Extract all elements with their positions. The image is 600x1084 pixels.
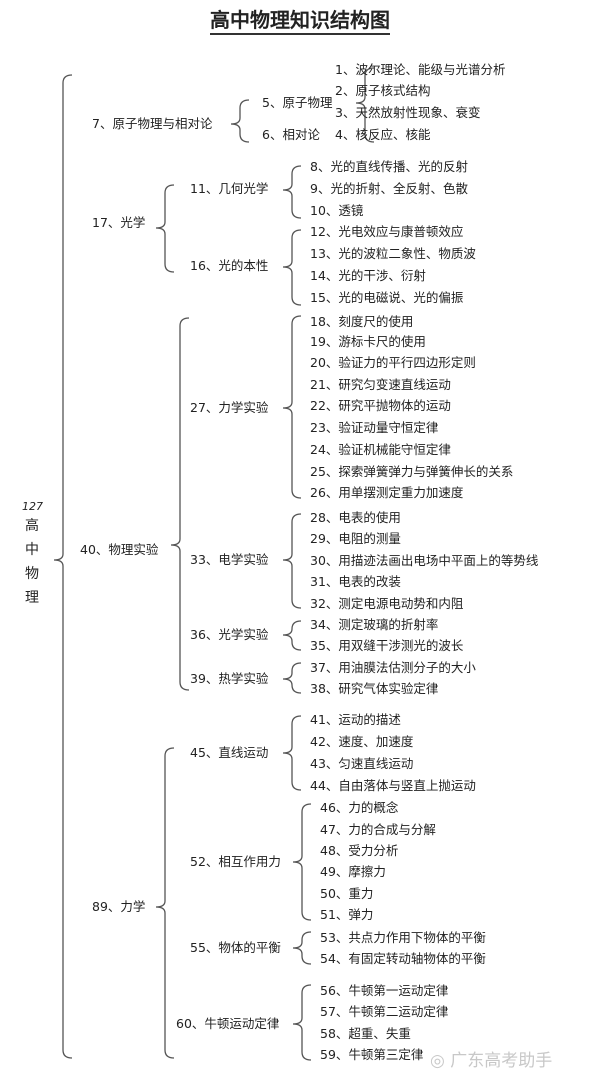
brace-7	[282, 315, 302, 499]
node-49: 49、摩擦力	[320, 864, 386, 879]
node-55: 55、物体的平衡	[190, 940, 281, 955]
watermark: ◎ 广东高考助手	[430, 1046, 552, 1071]
node-10: 10、透镜	[310, 203, 364, 218]
brace-4	[282, 165, 302, 219]
root-number: 127	[22, 500, 43, 513]
brace-10	[282, 662, 302, 694]
root-node: 127 高 中 物 理	[22, 500, 43, 610]
node-4: 4、核反应、核能	[335, 127, 431, 142]
brace-13	[292, 803, 312, 921]
node-2: 2、原子核式结构	[335, 83, 431, 98]
node-1: 1、波尔理论、能级与光谱分析	[335, 62, 506, 77]
node-5: 5、原子物理	[262, 95, 333, 110]
node-16: 16、光的本性	[190, 258, 269, 273]
node-28: 28、电表的使用	[310, 510, 401, 525]
node-36: 36、光学实验	[190, 627, 269, 642]
node-50: 50、重力	[320, 886, 374, 901]
wechat-icon: ◎	[430, 1051, 451, 1071]
node-8: 8、光的直线传播、光的反射	[310, 159, 468, 174]
node-21: 21、研究匀变速直线运动	[310, 377, 451, 392]
node-19: 19、游标卡尺的使用	[310, 334, 426, 349]
node-39: 39、热学实验	[190, 671, 269, 686]
node-59: 59、牛顿第三定律	[320, 1047, 424, 1062]
node-22: 22、研究平抛物体的运动	[310, 398, 451, 413]
node-29: 29、电阻的测量	[310, 531, 401, 546]
node-89: 89、力学	[92, 899, 146, 914]
node-37: 37、用油膜法估测分子的大小	[310, 660, 476, 675]
node-34: 34、测定玻璃的折射率	[310, 617, 439, 632]
node-15: 15、光的电磁说、光的偏振	[310, 290, 464, 305]
node-45: 45、直线运动	[190, 745, 269, 760]
root-char: 物	[25, 566, 39, 582]
node-41: 41、运动的描述	[310, 712, 401, 727]
brace-1	[230, 99, 250, 143]
node-17: 17、光学	[92, 215, 146, 230]
diagram-title: 高中物理知识结构图	[0, 4, 600, 35]
brace-3	[155, 184, 175, 273]
brace-12	[282, 715, 302, 791]
node-48: 48、受力分析	[320, 843, 399, 858]
node-11: 11、几何光学	[190, 181, 269, 196]
node-26: 26、用单摆测定重力加速度	[310, 485, 464, 500]
node-13: 13、光的波粒二象性、物质波	[310, 246, 476, 261]
brace-11	[155, 747, 175, 1059]
node-20: 20、验证力的平行四边形定则	[310, 355, 476, 370]
node-30: 30、用描迹法画出电场中平面上的等势线	[310, 553, 539, 568]
node-47: 47、力的合成与分解	[320, 822, 436, 837]
brace-0	[53, 74, 73, 1059]
node-57: 57、牛顿第二运动定律	[320, 1004, 449, 1019]
brace-2	[355, 67, 375, 143]
node-31: 31、电表的改装	[310, 574, 401, 589]
brace-8	[282, 513, 302, 609]
node-6: 6、相对论	[262, 127, 320, 142]
node-24: 24、验证机械能守恒定律	[310, 442, 451, 457]
brace-6	[170, 317, 190, 691]
brace-5	[282, 229, 302, 306]
brace-9	[282, 620, 302, 651]
node-32: 32、测定电源电动势和内阻	[310, 596, 464, 611]
watermark-text: 广东高考助手	[450, 1051, 553, 1071]
node-9: 9、光的折射、全反射、色散	[310, 181, 468, 196]
root-char: 中	[25, 542, 39, 558]
node-46: 46、力的概念	[320, 800, 399, 815]
node-52: 52、相互作用力	[190, 854, 281, 869]
node-43: 43、匀速直线运动	[310, 756, 414, 771]
node-33: 33、电学实验	[190, 552, 269, 567]
node-58: 58、超重、失重	[320, 1026, 411, 1041]
node-12: 12、光电效应与康普顿效应	[310, 224, 464, 239]
node-40: 40、物理实验	[80, 542, 159, 557]
title-text: 高中物理知识结构图	[210, 8, 390, 35]
node-35: 35、用双缝干涉测光的波长	[310, 638, 464, 653]
node-38: 38、研究气体实验定律	[310, 681, 439, 696]
root-char: 高	[25, 518, 39, 534]
node-25: 25、探索弹簧弹力与弹簧伸长的关系	[310, 464, 514, 479]
brace-14	[292, 931, 312, 965]
node-54: 54、有固定转动轴物体的平衡	[320, 951, 486, 966]
node-51: 51、弹力	[320, 907, 374, 922]
node-7: 7、原子物理与相对论	[92, 116, 213, 131]
node-44: 44、自由落体与竖直上抛运动	[310, 778, 476, 793]
node-27: 27、力学实验	[190, 400, 269, 415]
brace-15	[292, 984, 312, 1061]
node-23: 23、验证动量守恒定律	[310, 420, 439, 435]
node-18: 18、刻度尺的使用	[310, 314, 414, 329]
node-3: 3、天然放射性现象、衰变	[335, 105, 481, 120]
node-14: 14、光的干涉、衍射	[310, 268, 426, 283]
node-53: 53、共点力作用下物体的平衡	[320, 930, 486, 945]
node-42: 42、速度、加速度	[310, 734, 414, 749]
node-56: 56、牛顿第一运动定律	[320, 983, 449, 998]
root-char: 理	[25, 590, 39, 606]
node-60: 60、牛顿运动定律	[176, 1016, 280, 1031]
